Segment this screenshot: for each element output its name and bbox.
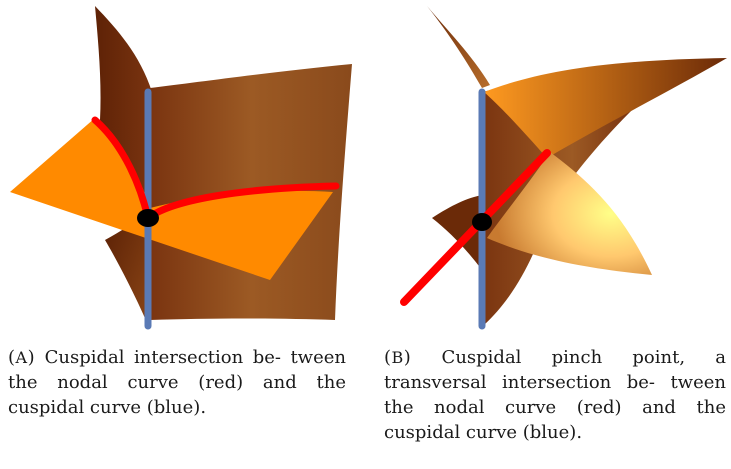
surface-right-sheet [482,86,632,325]
caption-b-line-1: Cuspidal pinch point, a [441,347,726,368]
singular-point [137,209,159,227]
caption-a-line-1: Cuspidal intersection be- [44,347,281,368]
caption-b-label: (B) [384,347,412,368]
caption-b-line-2: transversal intersection be- [384,372,655,393]
cuspidal-intersection-plot [10,6,352,330]
figure-b: (B) Cuspidal pinch point, a transversal … [372,0,731,469]
caption-a-line-3: the cuspidal curve (blue). [8,372,346,418]
surface-thin-cusp [427,6,490,88]
surface-lower-sheet [105,212,148,325]
figure-a: (A) Cuspidal intersection be- tween the … [0,0,360,469]
surface-lower-wing [432,195,482,270]
surface-upper-fin [484,58,727,158]
caption-b-line-4: and the cuspidal curve (blue). [384,397,726,443]
caption-b: (B) Cuspidal pinch point, a transversal … [384,345,726,445]
cuspidal-pinch-point-plot [400,6,727,330]
caption-a: (A) Cuspidal intersection be- tween the … [8,345,346,420]
surface-light-sheet [487,152,652,275]
surface-back-sheet [95,6,152,210]
caption-a-label: (A) [8,347,36,368]
orange-plane [10,118,333,280]
singular-point [472,213,492,231]
caption-a-line-2: tween the nodal curve (red) and [8,347,346,393]
caption-b-line-3: tween the nodal curve (red) [384,372,726,418]
